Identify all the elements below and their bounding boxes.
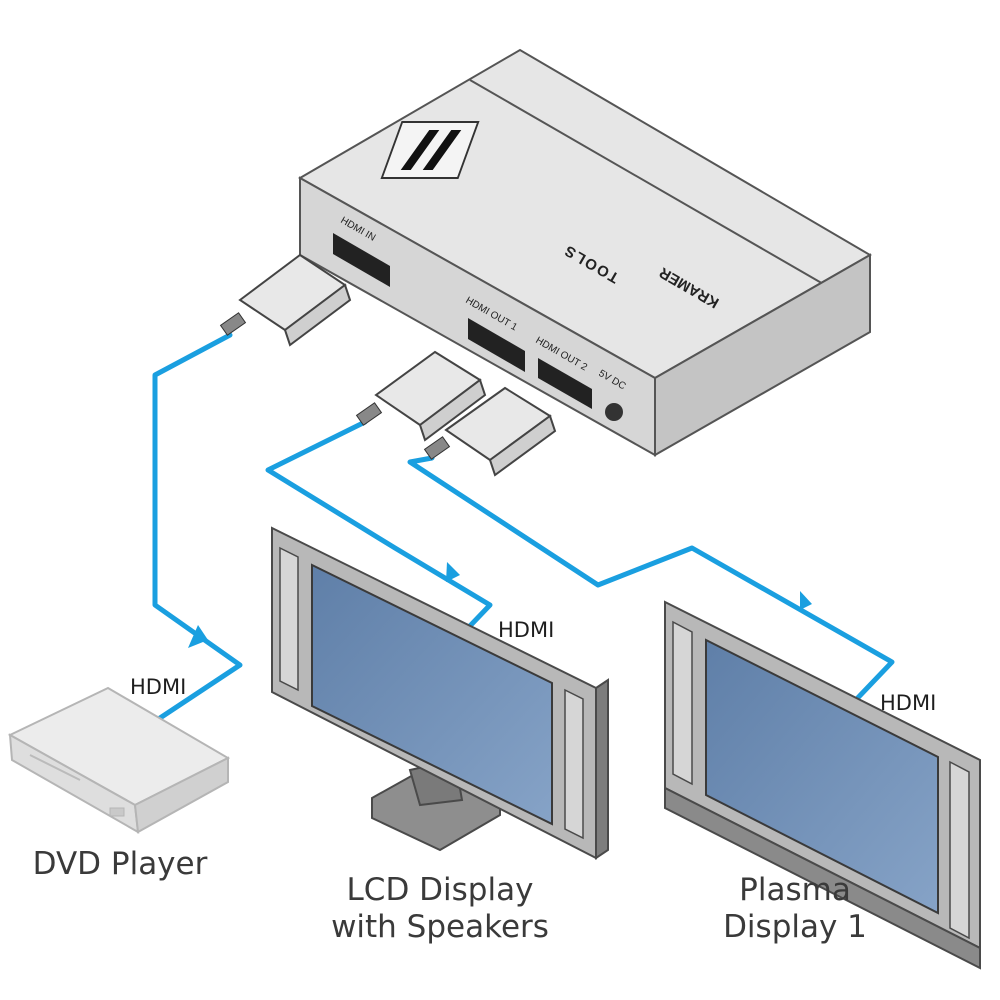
hdmi-cables — [152, 332, 895, 721]
hdmi-label-lcd: HDMI — [498, 618, 555, 642]
dvd-caption-line1: DVD Player — [32, 846, 208, 882]
cable-lcd — [265, 419, 493, 631]
dvd-player — [7, 686, 231, 834]
hdmi-label-plasma: HDMI — [880, 691, 937, 715]
arrow-lcd-icon — [446, 562, 460, 582]
lcd-screen — [311, 563, 553, 826]
lcd-speaker-left — [279, 546, 299, 692]
plasma-caption-line2: Display 1 — [723, 909, 867, 945]
arrow-plasma-icon — [800, 591, 812, 610]
plasma-speaker-left — [672, 620, 693, 786]
cable-plasma — [407, 455, 895, 709]
lcd-side — [595, 678, 609, 860]
hdmi-plug-out-2 — [423, 386, 557, 477]
lcd-caption-line1: LCD Display — [346, 872, 534, 908]
lcd-display — [271, 526, 609, 860]
cable-dvd — [152, 332, 243, 721]
plasma-base — [664, 786, 981, 970]
kramer-logo — [380, 121, 480, 179]
dvd-player-caption: DVD Player — [15, 846, 225, 883]
hdmi-plug-in — [219, 253, 352, 347]
hdmi-plug-out-1 — [355, 350, 487, 442]
splitter-device: KRAMER TOOLS HDMI IN HDMI OUT 1 HDMI OUT… — [297, 48, 872, 457]
lcd-caption-line2: with Speakers — [331, 909, 549, 945]
plasma-display-caption: Plasma Display 1 — [705, 872, 885, 946]
splitter-side-face — [654, 253, 871, 457]
cable-arrows — [188, 562, 812, 648]
plasma-caption-line1: Plasma — [739, 872, 851, 908]
lcd-display-caption: LCD Display with Speakers — [305, 872, 575, 946]
lcd-speaker-right — [564, 688, 584, 840]
plasma-screen — [705, 638, 939, 915]
arrow-dvd-icon — [188, 625, 208, 648]
plasma-display — [664, 600, 981, 970]
plasma-speaker-right — [949, 760, 970, 940]
hdmi-label-dvd: HDMI — [130, 675, 187, 699]
